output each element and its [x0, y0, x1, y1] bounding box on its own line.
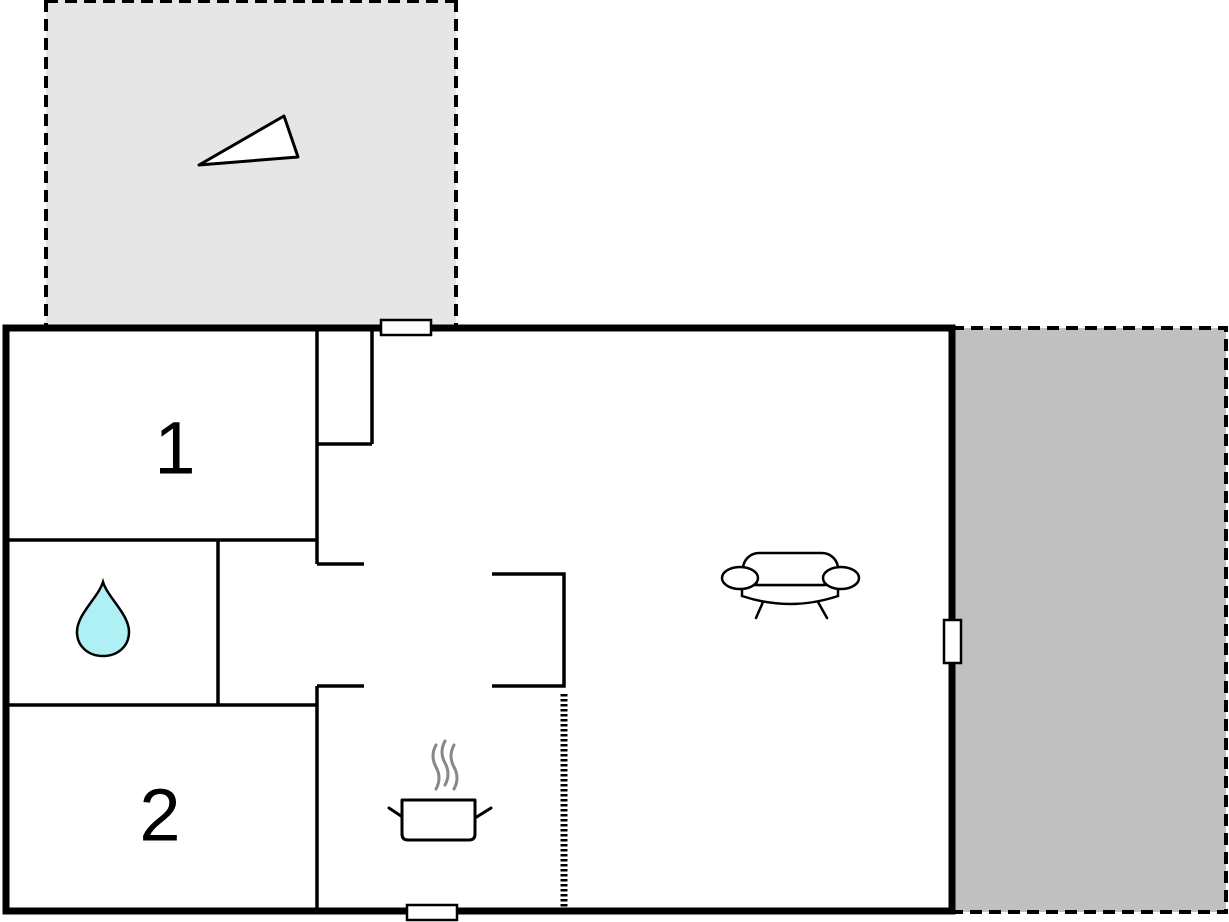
sofa-seat [740, 583, 840, 606]
pot-handle-right [473, 806, 493, 820]
wall-kitchen-partition [492, 572, 566, 688]
terrace-right-fill [952, 328, 1226, 912]
sofa-leg-left [754, 600, 765, 620]
window-bottom [405, 903, 459, 922]
terrace-right-border [952, 326, 1228, 914]
sofa-icon [720, 551, 861, 620]
terrace-right [952, 326, 1228, 914]
window-top [379, 318, 433, 337]
water-drop-icon [75, 577, 131, 658]
pot-body [400, 798, 477, 842]
triangle-icon [197, 114, 300, 167]
sofa-leg-right [816, 600, 829, 620]
terrace-top-left-fill [46, 0, 456, 328]
steam-lines [431, 739, 459, 791]
cooking-pot-icon [387, 739, 493, 842]
sofa-arm-right [821, 565, 861, 591]
terrace-top-left [44, 0, 458, 328]
sofa-arm-left [720, 565, 760, 591]
interior-walls [8, 330, 566, 909]
room-label-2: 2 [139, 774, 180, 857]
room-label-1: 1 [154, 407, 195, 490]
terrace-top-left-border [44, 0, 458, 328]
door-right-terrace [942, 618, 963, 665]
